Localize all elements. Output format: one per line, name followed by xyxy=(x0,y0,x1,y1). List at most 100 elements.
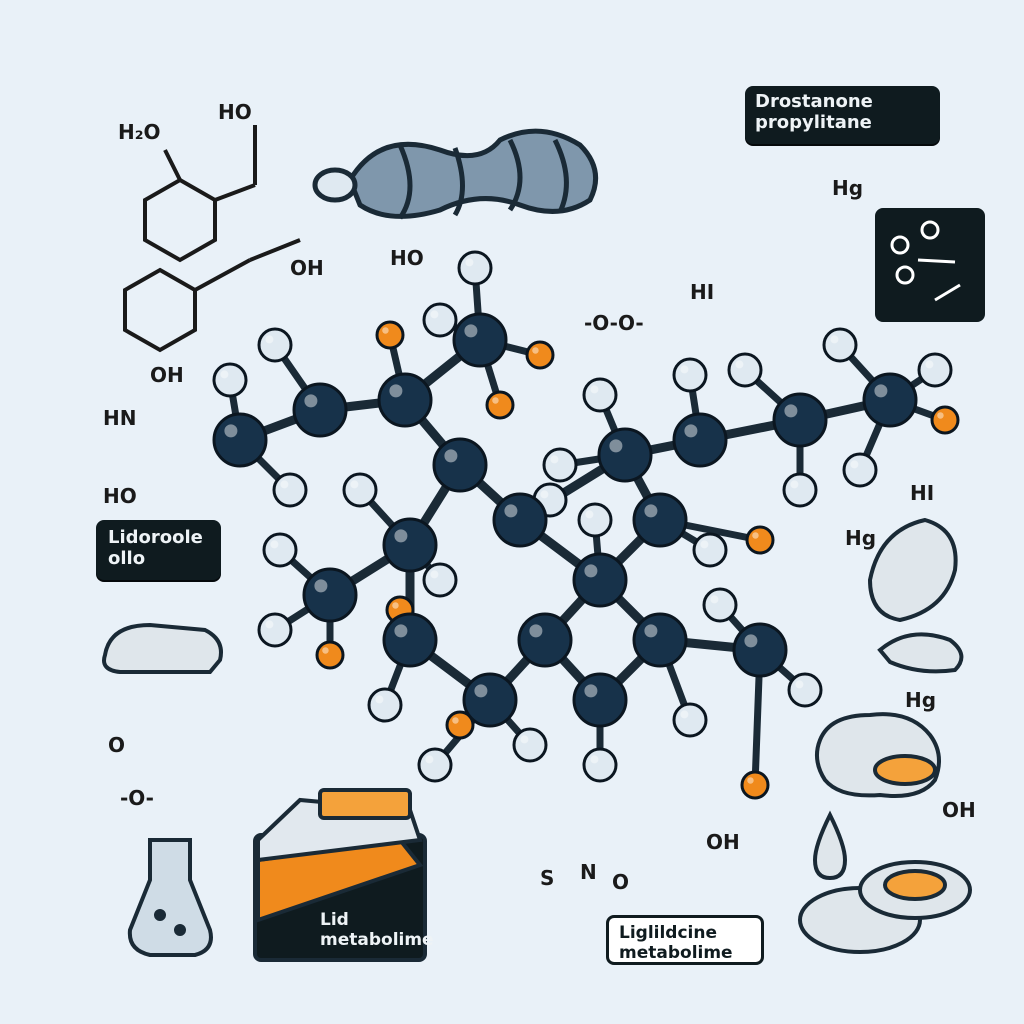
hydrogen-atom-highlight xyxy=(520,735,529,744)
droplet-icon xyxy=(812,810,848,881)
carbon-atom xyxy=(382,517,438,573)
box-line: propylitane xyxy=(755,111,872,133)
oxygen-atom xyxy=(740,770,770,800)
hydrogen-atom-highlight xyxy=(550,455,559,464)
oxygen-atom xyxy=(445,710,475,740)
formula-label: OH xyxy=(706,830,740,854)
carbon-atom xyxy=(517,612,573,668)
formula-label: Hg xyxy=(905,688,937,712)
carbon-atom xyxy=(632,612,688,668)
formula-label: HI xyxy=(690,280,715,304)
carbon-atom xyxy=(432,437,488,493)
oxygen-atom-highlight xyxy=(322,647,329,654)
oxygen-atom-highlight xyxy=(747,777,754,784)
carbon-atom xyxy=(572,552,628,608)
hydrogen-atom-highlight xyxy=(350,480,359,489)
oxygen-atom xyxy=(485,390,515,420)
formula-label: Hg xyxy=(832,176,864,200)
hydrogen-atom xyxy=(727,352,763,388)
formula-label: O xyxy=(108,733,126,757)
hydrogen-atom xyxy=(272,472,308,508)
carbon-atom-highlight xyxy=(744,634,758,648)
formula-label: HO xyxy=(390,246,424,270)
formula-label: OH xyxy=(150,363,184,387)
hydrogen-atom xyxy=(582,377,618,413)
hydrogen-atom xyxy=(542,447,578,483)
box-line: ollo xyxy=(108,547,146,569)
carbon-atom xyxy=(302,567,358,623)
carbon-atom-highlight xyxy=(314,579,328,593)
hydrogen-atom xyxy=(257,612,293,648)
hydrogen-atom-highlight xyxy=(700,540,709,549)
carbon-atom-highlight xyxy=(644,624,658,638)
oxygen-atom xyxy=(930,405,960,435)
hydrogen-atom-highlight xyxy=(795,680,804,689)
hydrogen-atom xyxy=(672,357,708,393)
carbon-atom-highlight xyxy=(609,439,623,453)
hydrogen-atom-highlight xyxy=(280,480,289,489)
carbon-atom xyxy=(492,492,548,548)
leaf-icon xyxy=(867,517,964,674)
hydrogen-atom-highlight xyxy=(430,570,439,579)
hydrogen-atom-highlight xyxy=(585,510,594,519)
carbon-atom xyxy=(597,427,653,483)
formula-label: N xyxy=(580,860,597,884)
box-line: metabolime xyxy=(320,929,434,950)
cheese-icon xyxy=(253,788,427,962)
flask-icon xyxy=(127,838,213,957)
oxygen-atom xyxy=(375,320,405,350)
formula-label: O xyxy=(612,870,630,894)
hydrogen-atom xyxy=(422,562,458,598)
hydrogen-atom xyxy=(422,302,458,338)
formula-label: -O- xyxy=(120,786,154,810)
oxygen-atom xyxy=(525,340,555,370)
carbon-atom-highlight xyxy=(394,624,408,638)
formula-label: S xyxy=(540,866,555,890)
oxygen-atom-highlight xyxy=(452,717,459,724)
carbon-atom xyxy=(382,612,438,668)
oxygen-atom-highlight xyxy=(532,347,539,354)
hydrogen-atom-highlight xyxy=(375,695,384,704)
formula-label: OH xyxy=(942,798,976,822)
hydrogen-atom xyxy=(917,352,953,388)
label-box-left: Lidoroole ollo xyxy=(96,520,221,580)
oxygen-atom xyxy=(745,525,775,555)
box-line: metabolime xyxy=(619,942,733,963)
hydrogen-atom xyxy=(417,747,453,783)
hydrogen-atom xyxy=(842,452,878,488)
carbon-atom xyxy=(212,412,268,468)
carbon-atom xyxy=(632,492,688,548)
hydrogen-atom xyxy=(692,532,728,568)
carbon-atom-highlight xyxy=(224,424,238,438)
box-line: Liglildcine xyxy=(619,923,718,943)
hydrogen-atom-highlight xyxy=(270,540,279,549)
carbon-atom-highlight xyxy=(644,504,658,518)
oxygen-atom-highlight xyxy=(492,397,499,404)
formula-label: HI xyxy=(910,481,935,505)
carbon-atom xyxy=(462,672,518,728)
box-line: Lidoroole xyxy=(108,527,203,548)
label-box-bottom-right: Liglildcine metabolime xyxy=(606,915,764,965)
hydrogen-atom-highlight xyxy=(465,258,474,267)
label-box-bottom-left: Lid metabolime xyxy=(310,905,434,957)
carbon-atom-highlight xyxy=(474,684,488,698)
hydrogen-atom xyxy=(457,250,493,286)
carbon-atom-highlight xyxy=(584,684,598,698)
hydrogen-atom xyxy=(787,672,823,708)
hydrogen-atom-highlight xyxy=(590,385,599,394)
hydrogen-atom xyxy=(582,747,618,783)
carbon-atom-highlight xyxy=(389,384,403,398)
hydrogen-atom-highlight xyxy=(220,370,229,379)
hydrogen-atom xyxy=(342,472,378,508)
hydrogen-atom-highlight xyxy=(430,310,439,319)
hydrogen-atom-highlight xyxy=(265,335,274,344)
carbon-atom-highlight xyxy=(584,564,598,578)
hydrogen-atom xyxy=(672,702,708,738)
carbon-atom xyxy=(862,372,918,428)
carbon-atom xyxy=(732,622,788,678)
helix-icon xyxy=(312,128,599,220)
oxygen-atom xyxy=(315,640,345,670)
formula-label: H₂O xyxy=(118,120,161,144)
carbon-atom-highlight xyxy=(784,404,798,418)
